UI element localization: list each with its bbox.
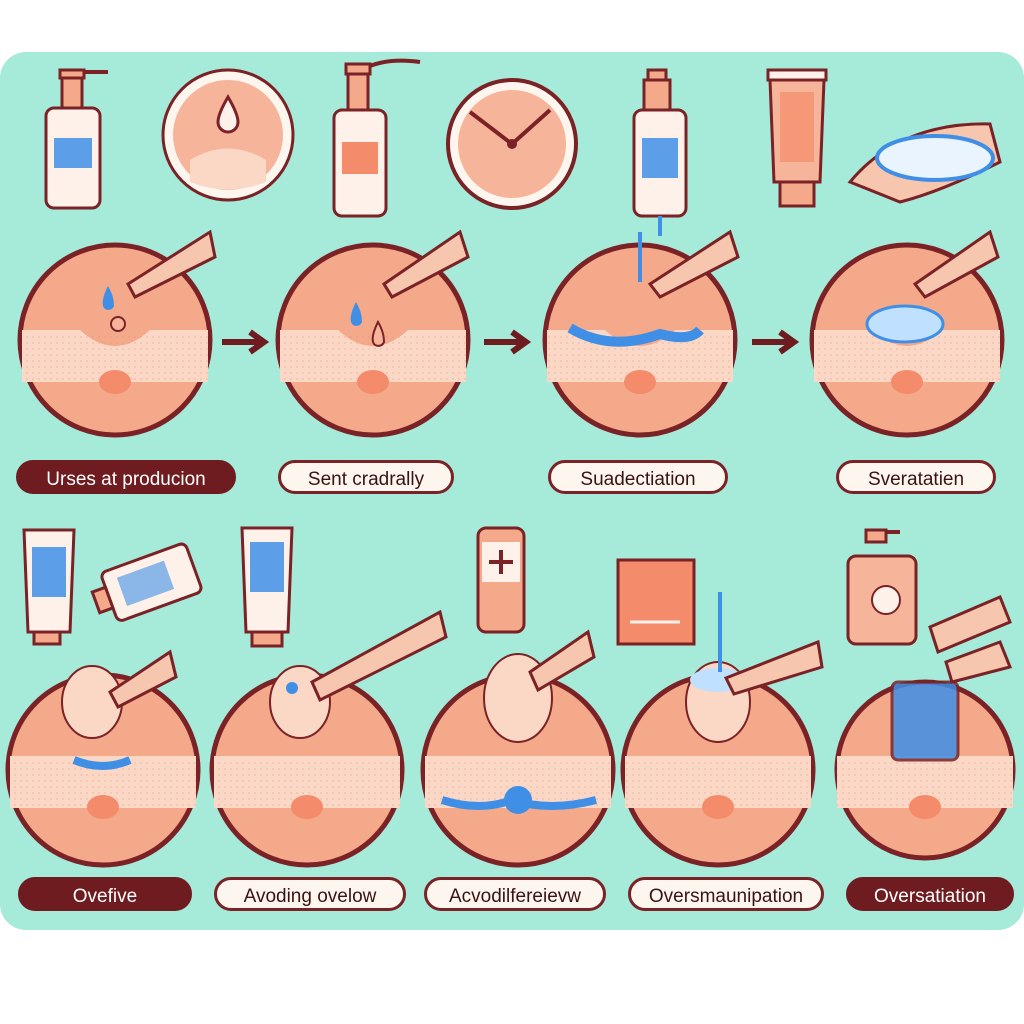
illustration-canvas [5, 58, 1016, 868]
tube-icon [766, 68, 828, 208]
step-label-5: Ovefive [18, 877, 192, 911]
step-circle-6 [209, 609, 448, 868]
step-circle-9 [834, 595, 1016, 861]
arrow-right-icon [222, 329, 270, 355]
first-aid-box-icon [476, 526, 526, 634]
step-label-1: Urses at producion [16, 460, 236, 494]
step-label-6: Avoding ovelow [214, 877, 406, 911]
pump-bottle-icon [44, 68, 108, 210]
step-circle-2 [275, 229, 471, 438]
pump-bottle-icon [846, 528, 918, 646]
serum-bottle-icon [632, 68, 688, 236]
step-label-4: Sveratatien [836, 460, 996, 494]
tube-icon [22, 528, 76, 646]
droplet-disc-icon [161, 68, 295, 202]
step-circle-8 [620, 592, 824, 868]
step-label-2: Sent cradrally [278, 460, 454, 494]
step-circle-4 [809, 229, 1005, 438]
infographic-panel: Urses at producion Sent cradrally Suadec… [0, 52, 1024, 930]
step-circle-7 [420, 629, 616, 868]
step-label-8: Oversmaunipation [628, 877, 824, 911]
step-label-9: Oversatiation [846, 877, 1014, 911]
step-label-3: Suadectiation [548, 460, 728, 494]
step-circle-5 [5, 649, 201, 868]
tube-icon [240, 526, 294, 648]
pump-bottle-icon [332, 58, 421, 218]
packet-icon [616, 558, 696, 646]
tilted-bottle-icon [90, 542, 203, 622]
clock-icon [446, 78, 578, 210]
arrow-right-icon [752, 329, 800, 355]
step-circle-1 [17, 229, 217, 438]
arrow-right-icon [484, 329, 532, 355]
hand-with-pad-icon [847, 122, 1002, 204]
step-label-7: Acvodilfereievw [424, 877, 606, 911]
step-circle-3 [542, 229, 740, 438]
